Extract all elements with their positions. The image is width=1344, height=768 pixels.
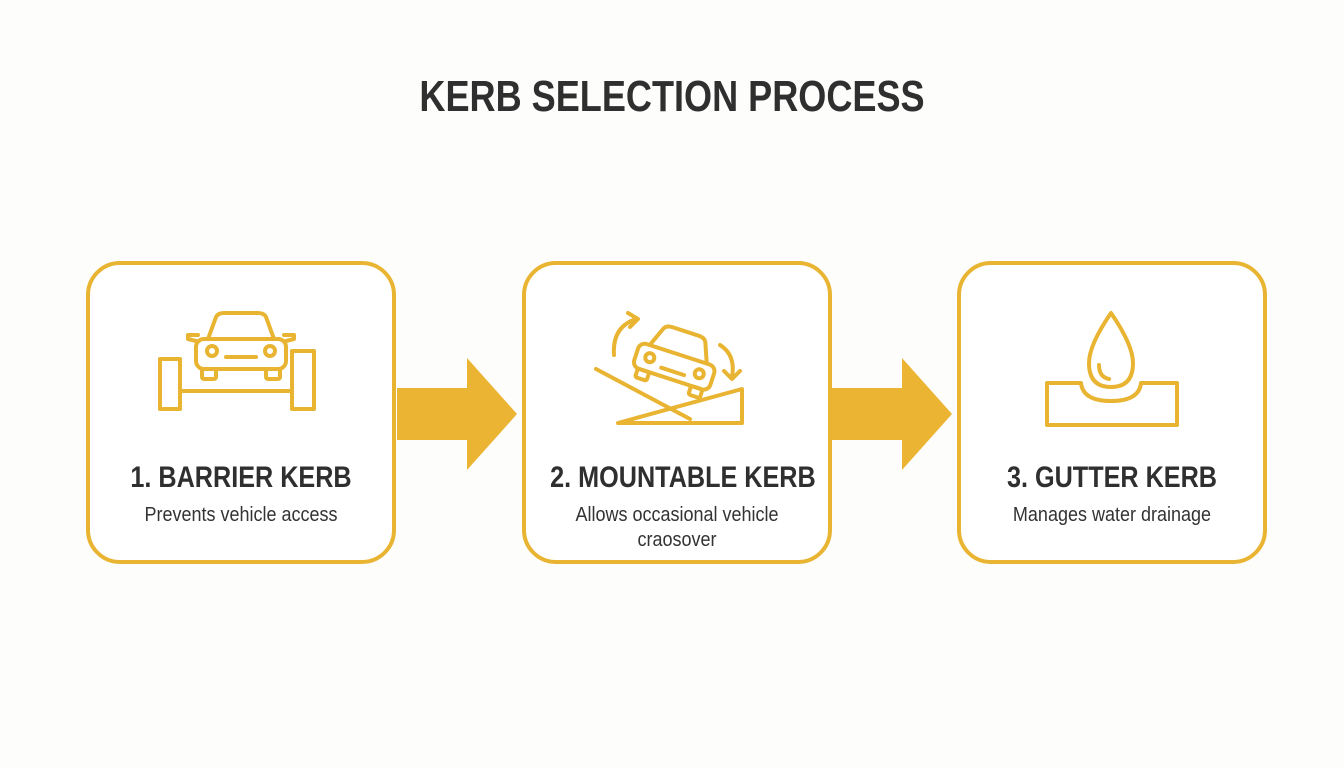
car-on-ramp-icon — [526, 305, 828, 435]
step-title: 1. BARRIER KERB — [130, 461, 352, 494]
arrow-right-icon — [397, 358, 517, 470]
step-card-gutter-kerb: 3. GUTTER KERB Manages water drainage — [957, 261, 1267, 564]
water-drop-gutter-icon — [961, 305, 1263, 435]
step-card-barrier-kerb: 1. BARRIER KERB Prevents vehicle access — [86, 261, 396, 564]
step-title: 2. MOUNTABLE KERB — [550, 461, 816, 494]
step-title: 3. GUTTER KERB — [1006, 461, 1218, 494]
step-description: Manages water drainage — [1012, 504, 1212, 526]
step-card-mountable-kerb: 2. MOUNTABLE KERB Allows occasional vehi… — [522, 261, 832, 564]
car-between-barriers-icon — [90, 305, 392, 435]
step-description: Allows occasional vehicle craosover — [575, 504, 779, 551]
step-description: Prevents vehicle access — [144, 504, 338, 526]
page-title: KERB SELECTION PROCESS — [419, 72, 925, 121]
arrow-right-icon — [832, 358, 952, 470]
